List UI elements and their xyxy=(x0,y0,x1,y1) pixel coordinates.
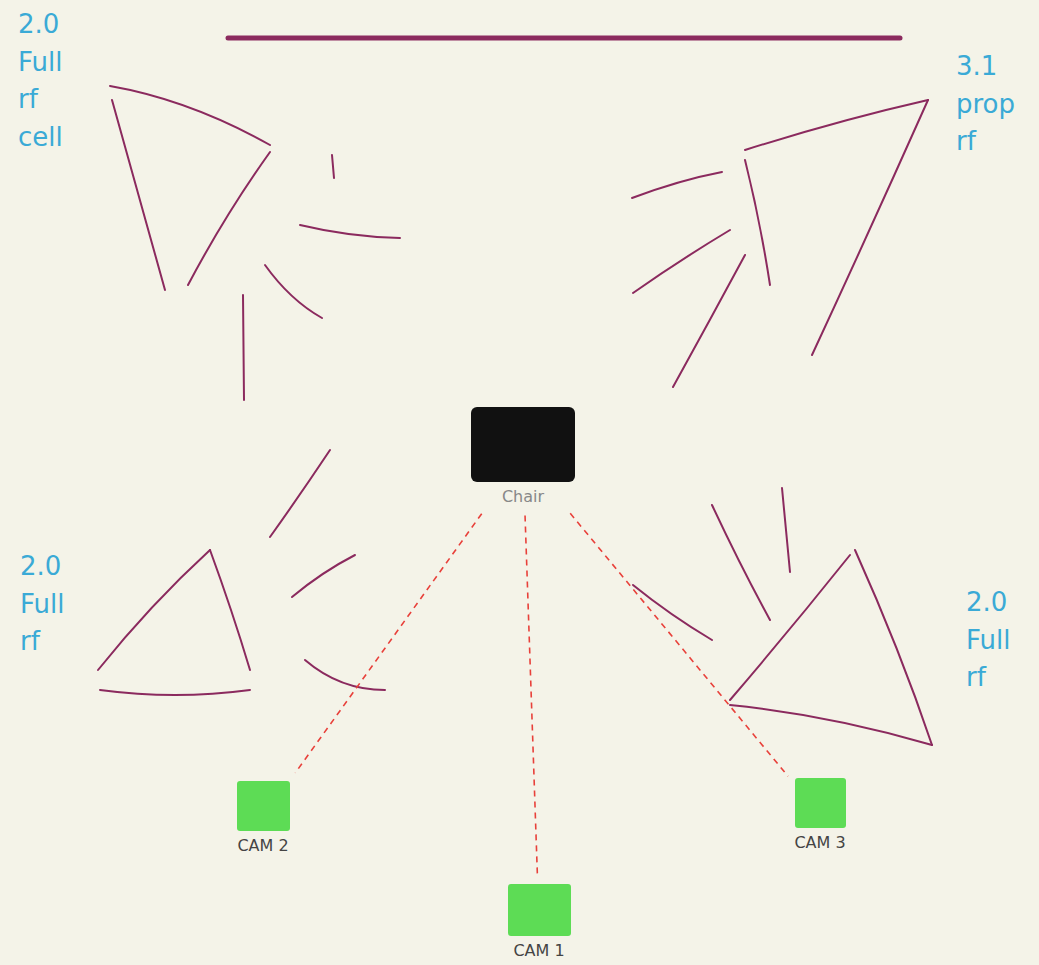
camera-block-fill xyxy=(508,884,571,936)
light-note: 3.1 prop rf xyxy=(956,48,1015,161)
header-rule xyxy=(228,36,900,41)
light-bottom-left xyxy=(98,450,385,695)
camera-block-fill xyxy=(795,778,846,828)
light-bottom-right xyxy=(633,488,932,745)
camera-block: CAM 2 xyxy=(237,781,290,855)
light-note: 2.0 Full rf cell xyxy=(18,6,63,157)
light-top-left xyxy=(110,86,400,400)
light-note: 2.0 Full rf xyxy=(20,548,64,661)
camera-sightline xyxy=(295,514,481,773)
camera-block: CAM 3 xyxy=(794,778,845,852)
camera-sightline xyxy=(525,516,537,874)
light-top-right xyxy=(632,100,928,387)
camera-sightline xyxy=(570,513,788,776)
node-label: CAM 3 xyxy=(794,834,845,852)
node-label: CAM 1 xyxy=(513,942,564,960)
camera-block: CAM 1 xyxy=(508,884,571,960)
chair-block-fill xyxy=(471,407,575,482)
camera-block-fill xyxy=(237,781,290,831)
chair-block: Chair xyxy=(471,407,575,506)
node-label: CAM 2 xyxy=(237,837,288,855)
light-note: 2.0 Full rf xyxy=(966,584,1010,697)
node-label: Chair xyxy=(502,488,544,506)
